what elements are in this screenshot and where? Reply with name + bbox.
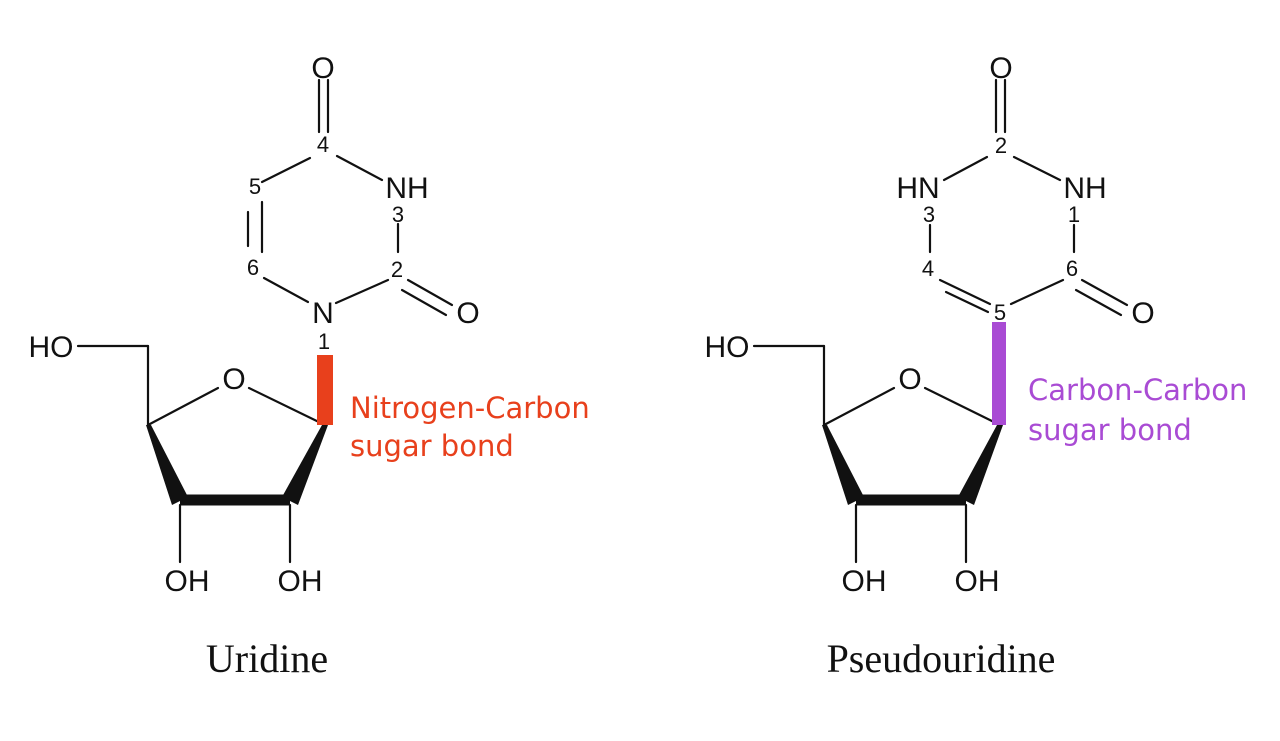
uridine-sugar-ring-oxygen: O: [222, 363, 245, 396]
pseudouridine-position-3: 3: [923, 202, 935, 227]
pseudouridine-position-4: 4: [922, 256, 934, 281]
pseudouridine-n1-label: NH: [1063, 172, 1106, 205]
uridine-position-1: 1: [318, 329, 330, 354]
pseudouridine-right-wedge: [958, 425, 1003, 505]
uridine-left-wedge: [146, 425, 188, 505]
pseudouridine-sugar-ring-oxygen: O: [898, 363, 921, 396]
pseudouridine-sugar-bonds: [752, 344, 1003, 564]
pseudouridine-2-hydroxyl-label: OH: [955, 565, 1000, 598]
uridine-bond-note-line-1: Nitrogen-Carbon: [350, 391, 590, 425]
pseudouridine-carbonyl-oxygen-right: O: [1131, 297, 1154, 330]
uridine-position-5: 5: [249, 174, 261, 199]
uridine-position-3: 3: [392, 202, 404, 227]
pseudouridine-3-hydroxyl-label: OH: [842, 565, 887, 598]
pseudouridine-position-2: 2: [995, 133, 1007, 158]
uridine-position-2: 2: [391, 257, 403, 282]
pseudouridine-ring-bonds: [928, 78, 1129, 317]
uridine-hydroxymethyl-label: HO: [29, 331, 74, 364]
uridine-carbonyl-oxygen-right: O: [456, 297, 479, 330]
uridine-sugar-bonds: [76, 344, 328, 564]
uridine-n1-label: N: [312, 297, 334, 330]
pseudouridine-hydroxymethyl-label: HO: [705, 331, 750, 364]
nitrogen-carbon-bond: [317, 355, 333, 425]
pseudouridine-n3-label: HN: [896, 172, 939, 205]
pseudouridine-position-6: 6: [1066, 256, 1078, 281]
uridine-ring-bonds: [246, 78, 454, 317]
uridine-3-hydroxyl-label: OH: [165, 565, 210, 598]
uridine-structure: O NH N O O HO OH OH 4 5 3 6 2 1 Nitrogen…: [29, 52, 590, 681]
pseudouridine-position-1: 1: [1068, 202, 1080, 227]
pseudouridine-carbonyl-oxygen-top: O: [989, 52, 1012, 85]
uridine-n3-label: NH: [385, 172, 428, 205]
uridine-bond-note-line-2: sugar bond: [350, 429, 514, 463]
pseudouridine-left-wedge: [822, 425, 864, 505]
uridine-caption: Uridine: [206, 636, 328, 681]
uridine-carbonyl-oxygen-top: O: [311, 52, 334, 85]
pseudouridine-caption: Pseudouridine: [827, 636, 1056, 681]
pseudouridine-bond-note-line-1: Carbon-Carbon: [1028, 373, 1247, 407]
uridine-right-wedge: [282, 425, 328, 505]
uridine-position-6: 6: [247, 255, 259, 280]
uridine-2-hydroxyl-label: OH: [278, 565, 323, 598]
pseudouridine-bond-note-line-2: sugar bond: [1028, 413, 1192, 447]
uridine-position-4: 4: [317, 132, 329, 157]
carbon-carbon-bond: [992, 322, 1006, 425]
pseudouridine-position-5: 5: [994, 300, 1006, 325]
pseudouridine-structure: O HN NH O O HO OH OH 2 3 1 4 6 5 Carbon-…: [705, 52, 1248, 681]
